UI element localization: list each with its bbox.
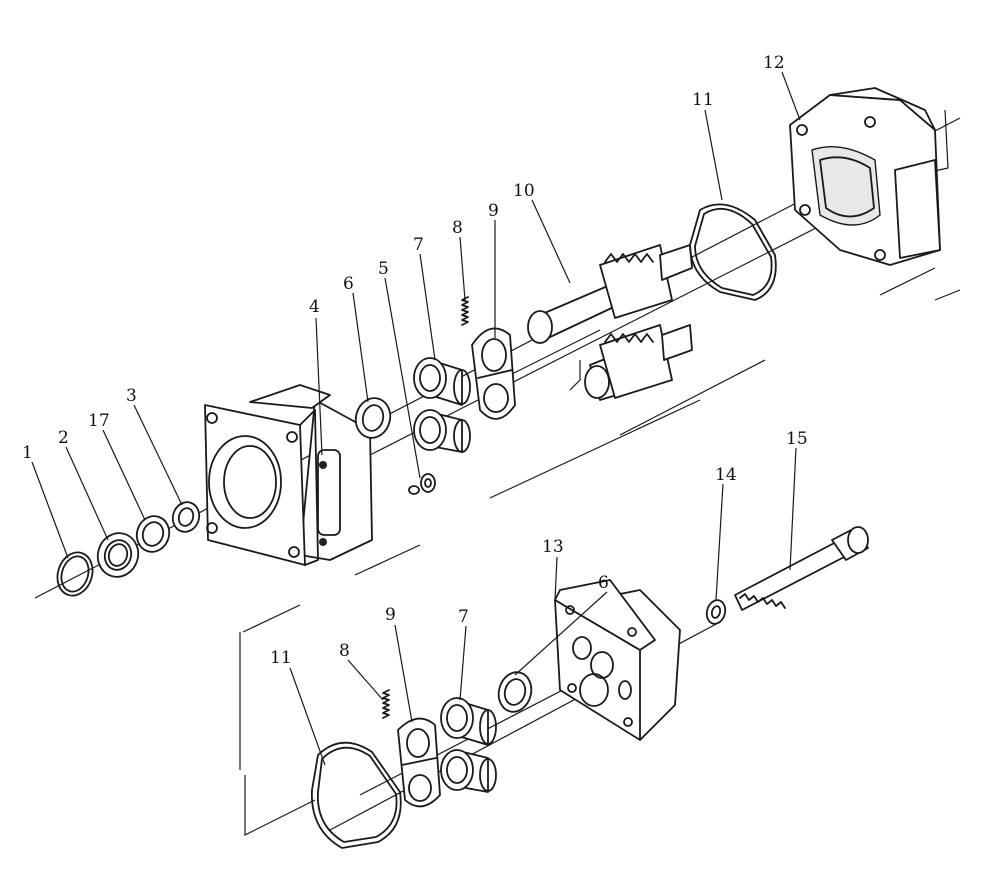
- label-part-8-upper: 8: [452, 218, 463, 238]
- label-part-10: 10: [513, 181, 535, 201]
- part-10-gear-shafts: [527, 244, 693, 401]
- label-part-12: 12: [763, 53, 785, 73]
- part-17-ring: [135, 515, 171, 553]
- label-part-6-lower: 6: [598, 573, 609, 593]
- part-9-bushing-lower: [397, 717, 441, 808]
- part-6-ring-upper: [354, 397, 392, 439]
- part-15-bolt: [734, 526, 869, 611]
- label-part-7-lower: 7: [458, 607, 469, 627]
- label-part-7-upper: 7: [413, 235, 424, 255]
- part-8-spring-lower: [382, 689, 390, 719]
- leader-lines: [31, 71, 801, 766]
- part-11-gasket-upper: [689, 203, 777, 301]
- label-part-2: 2: [58, 428, 69, 448]
- part-14-washer: [705, 599, 727, 625]
- label-part-13: 13: [542, 537, 564, 557]
- part-12-rear-housing: [789, 87, 941, 266]
- label-part-17: 17: [88, 411, 110, 431]
- part-8-spring-upper: [461, 296, 469, 326]
- label-part-6-upper: 6: [343, 274, 354, 294]
- label-part-11-lower: 11: [270, 648, 292, 668]
- label-part-5: 5: [378, 259, 389, 279]
- part-5-valve: [408, 473, 436, 495]
- part-11-gasket-lower: [311, 741, 402, 849]
- label-part-3: 3: [126, 386, 137, 406]
- part-9-bushing-upper: [471, 327, 516, 420]
- part-13-lower-plate: [554, 579, 681, 741]
- label-part-4: 4: [309, 297, 320, 317]
- label-part-15: 15: [786, 429, 808, 449]
- part-1-snap-ring: [56, 551, 94, 597]
- part-6-ring-lower: [497, 671, 533, 713]
- label-part-9-upper: 9: [488, 201, 499, 221]
- label-part-11-upper: 11: [692, 90, 714, 110]
- part-2-oil-seal: [96, 532, 140, 578]
- part-7-bearings-upper: [413, 357, 471, 453]
- label-part-1: 1: [22, 443, 33, 463]
- part-7-bearings-lower: [440, 697, 497, 793]
- part-3-washer: [171, 501, 201, 533]
- label-part-8-lower: 8: [339, 641, 350, 661]
- label-part-9-lower: 9: [385, 605, 396, 625]
- part-labels: 1 2 17 3 4 6 5 7 8 9 10 11 12 13 14 15 6…: [22, 53, 808, 668]
- label-part-14: 14: [715, 465, 737, 485]
- part-4-front-housing: [204, 384, 373, 566]
